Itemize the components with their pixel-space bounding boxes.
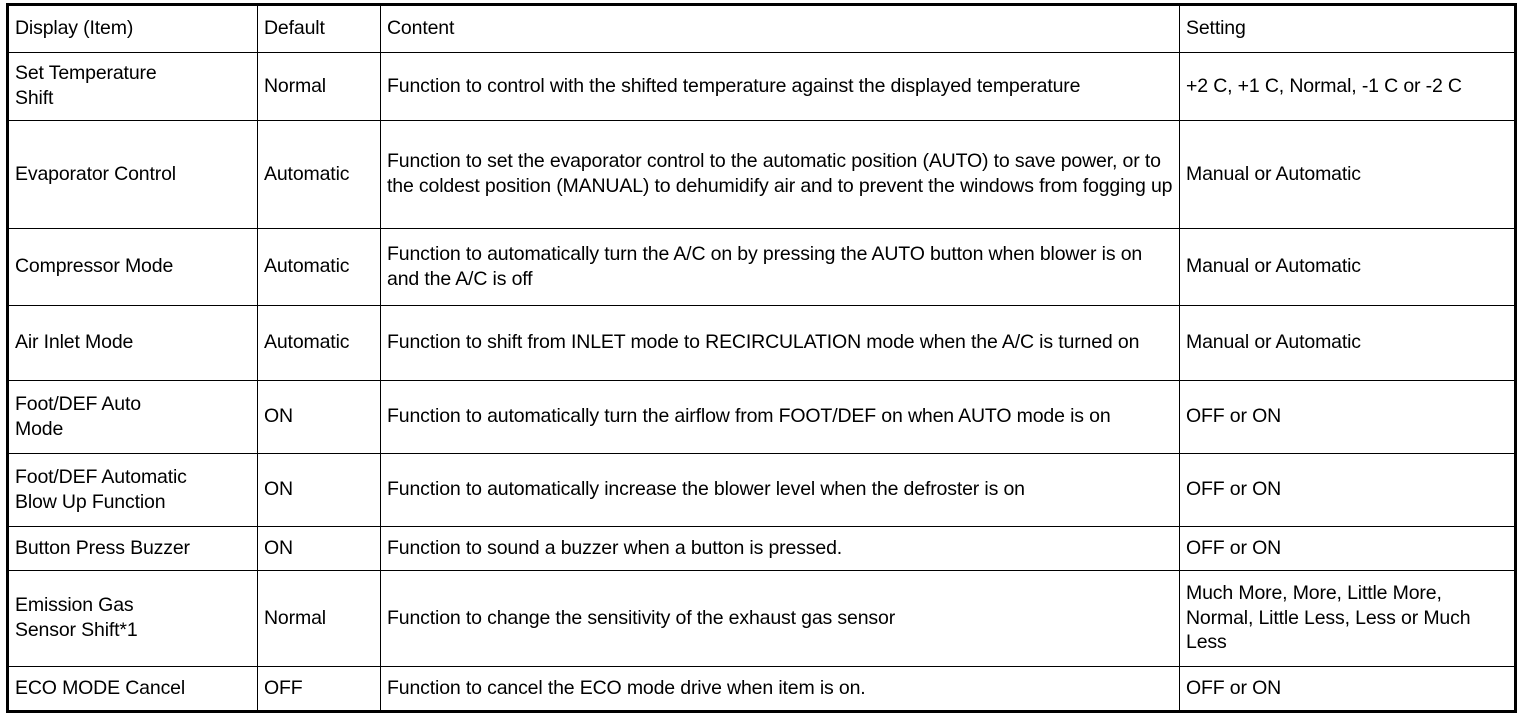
column-header-display: Display (Item) — [7, 4, 258, 53]
table-header: Display (Item) Default Content Setting — [7, 4, 1516, 53]
cell-display: Emission Gas Sensor Shift*1 — [7, 570, 258, 667]
cell-setting: Manual or Automatic — [1179, 228, 1516, 306]
cell-setting: Manual or Automatic — [1179, 120, 1516, 229]
cell-default: Normal — [257, 52, 381, 121]
cell-display: Compressor Mode — [7, 228, 258, 306]
cell-content: Function to cancel the ECO mode drive wh… — [380, 666, 1180, 712]
cell-content: Function to set the evaporator control t… — [380, 120, 1180, 229]
table-row: Foot/DEF Automatic Blow Up Function ON F… — [7, 453, 1516, 527]
cell-default: ON — [257, 380, 381, 454]
table-row: Evaporator Control Automatic Function to… — [7, 120, 1516, 229]
column-header-content: Content — [380, 4, 1180, 53]
table-row: Foot/DEF Auto Mode ON Function to automa… — [7, 380, 1516, 454]
climate-settings-table: Display (Item) Default Content Setting S… — [6, 3, 1517, 713]
cell-setting: Much More, More, Little More, Normal, Li… — [1179, 570, 1516, 667]
cell-display: Set Temperature Shift — [7, 52, 258, 121]
cell-content: Function to control with the shifted tem… — [380, 52, 1180, 121]
cell-setting: +2 C, +1 C, Normal, -1 C or -2 C — [1179, 52, 1516, 121]
cell-content: Function to automatically turn the airfl… — [380, 380, 1180, 454]
table-row: Set Temperature Shift Normal Function to… — [7, 52, 1516, 121]
column-header-setting: Setting — [1179, 4, 1516, 53]
table-header-row: Display (Item) Default Content Setting — [7, 4, 1516, 53]
table-row: ECO MODE Cancel OFF Function to cancel t… — [7, 666, 1516, 712]
cell-content: Function to automatically increase the b… — [380, 453, 1180, 527]
table-row: Compressor Mode Automatic Function to au… — [7, 228, 1516, 306]
cell-default: Automatic — [257, 305, 381, 381]
cell-default: Automatic — [257, 228, 381, 306]
cell-display: ECO MODE Cancel — [7, 666, 258, 712]
cell-setting: OFF or ON — [1179, 380, 1516, 454]
cell-display: Foot/DEF Automatic Blow Up Function — [7, 453, 258, 527]
table-row: Button Press Buzzer ON Function to sound… — [7, 526, 1516, 571]
cell-display: Foot/DEF Auto Mode — [7, 380, 258, 454]
cell-default: ON — [257, 453, 381, 527]
cell-display: Evaporator Control — [7, 120, 258, 229]
cell-default: OFF — [257, 666, 381, 712]
cell-setting: OFF or ON — [1179, 453, 1516, 527]
table-row: Emission Gas Sensor Shift*1 Normal Funct… — [7, 570, 1516, 667]
cell-content: Function to sound a buzzer when a button… — [380, 526, 1180, 571]
table-row: Air Inlet Mode Automatic Function to shi… — [7, 305, 1516, 381]
cell-display: Air Inlet Mode — [7, 305, 258, 381]
cell-setting: Manual or Automatic — [1179, 305, 1516, 381]
cell-default: Normal — [257, 570, 381, 667]
cell-default: Automatic — [257, 120, 381, 229]
cell-default: ON — [257, 526, 381, 571]
cell-content: Function to automatically turn the A/C o… — [380, 228, 1180, 306]
cell-setting: OFF or ON — [1179, 666, 1516, 712]
column-header-default: Default — [257, 4, 381, 53]
cell-content: Function to shift from INLET mode to REC… — [380, 305, 1180, 381]
cell-display: Button Press Buzzer — [7, 526, 258, 571]
table-body: Set Temperature Shift Normal Function to… — [7, 52, 1516, 712]
cell-content: Function to change the sensitivity of th… — [380, 570, 1180, 667]
cell-setting: OFF or ON — [1179, 526, 1516, 571]
